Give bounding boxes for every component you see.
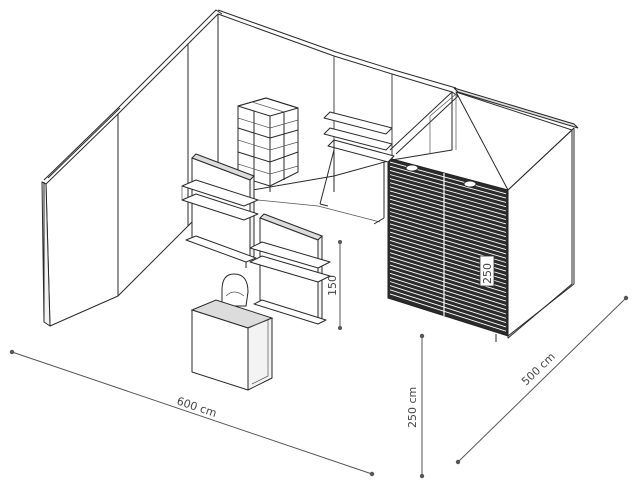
cube-shelf-unit [237,97,299,192]
slat-line [389,174,507,208]
slat-line [389,190,507,225]
freestanding-shelf-left [181,153,259,268]
slat-line [389,260,507,298]
shelf-height-dimension: 150 [326,240,342,330]
shelf-height-label: 150 [326,275,339,296]
slat-line [389,219,507,255]
slat-line [389,285,507,324]
slat-line [389,211,507,246]
slat-line [389,194,507,229]
slat-line [389,165,507,199]
slat-line [389,256,507,294]
slat-line [389,186,507,221]
storage-room [389,87,579,339]
slat-line [389,289,507,328]
reception-counter [190,273,274,391]
freestanding-shelf-right [249,213,331,325]
slat-line [389,182,507,216]
slat-line [389,272,507,311]
slat-line [389,169,507,203]
height-label: 250 cm [406,387,419,428]
slatwall-panel: 250 [387,157,509,342]
width-label: 600 cm [175,395,218,420]
slat-line [389,281,507,319]
slat-line [389,206,507,242]
slat-line [389,264,507,302]
slat-line [389,178,507,212]
slat-line [389,202,507,238]
slat-line [389,268,507,306]
panel-height-label: 250 [481,263,494,284]
depth-label: 500 cm [519,350,558,388]
height-dimension: 250 cm [406,333,425,479]
slat-line [389,293,507,332]
slat-line [389,276,507,315]
slat-line [389,215,507,251]
slat-line [389,198,507,233]
left-wall [41,9,223,327]
back-wall-shelving [319,111,395,225]
slat-line [389,223,507,259]
